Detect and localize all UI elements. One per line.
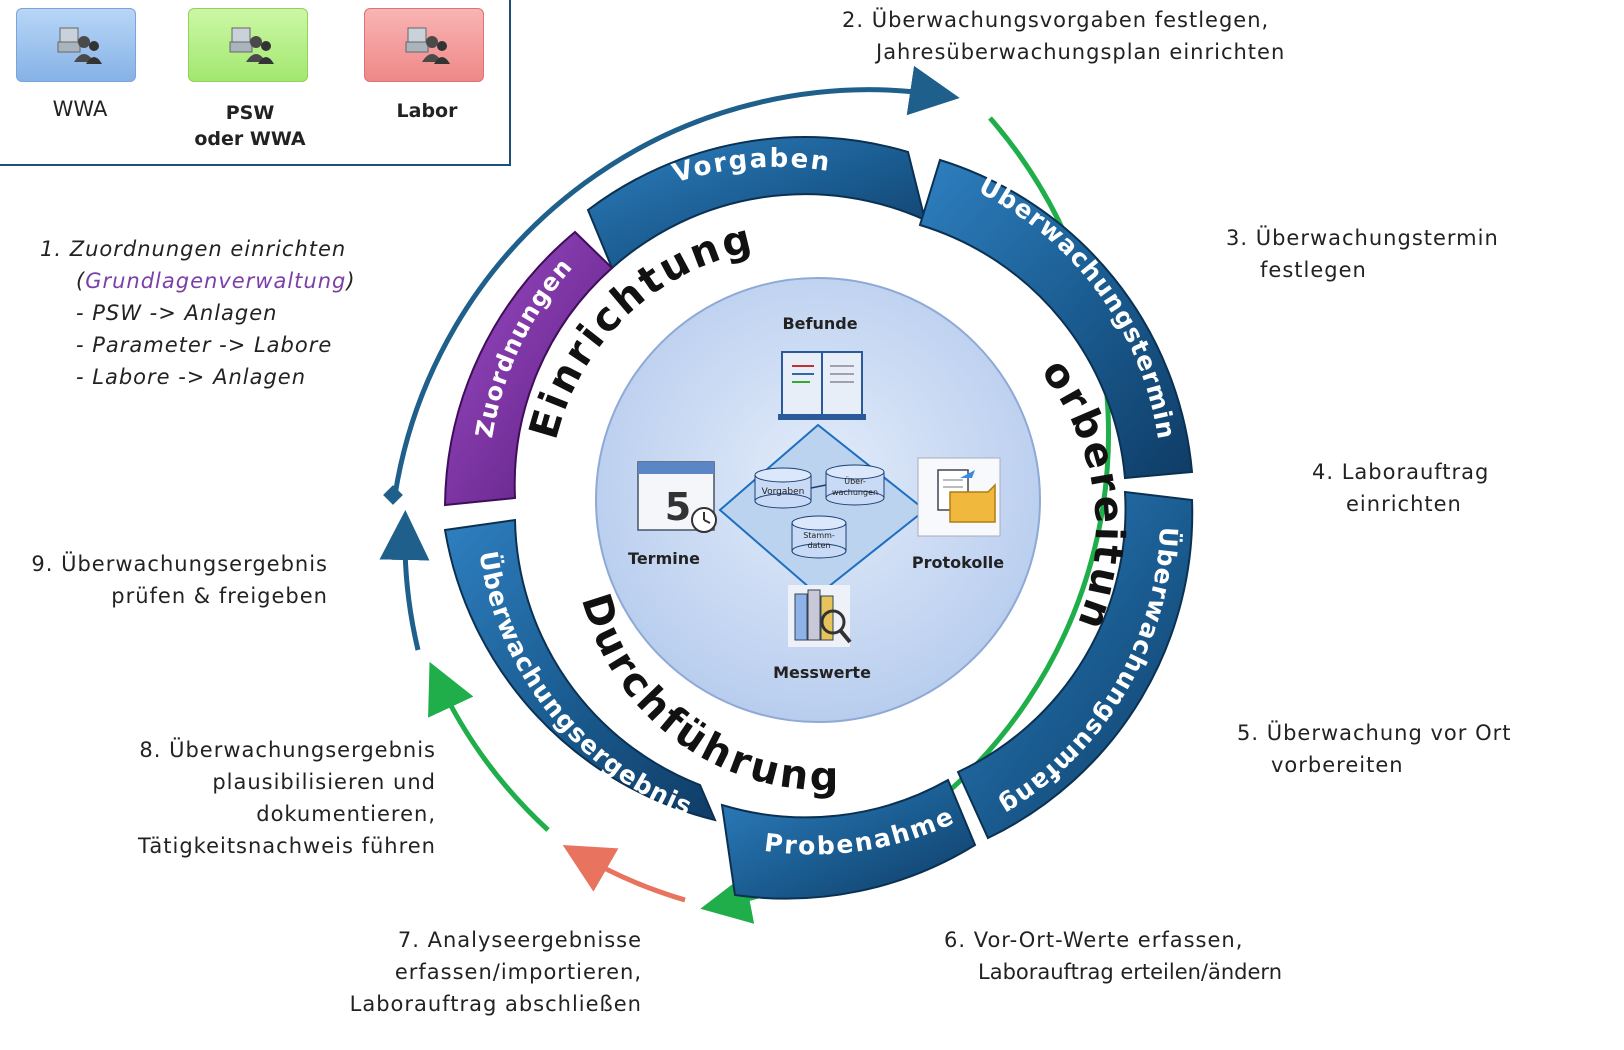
- step-1: 1. Zuordnungen einrichten (Grundlagenver…: [40, 233, 356, 393]
- segment-probenahme: [720, 778, 977, 900]
- step-6: 6. Vor-Ort-Werte erfassen, Laborauftrag …: [944, 924, 1282, 988]
- step-1-line-5: - Labore -> Anlagen: [76, 365, 307, 389]
- step-4: 4. Laborauftrag einrichten: [1312, 456, 1489, 520]
- step-2: 2. Überwachungsvorgaben festlegen, Jahre…: [842, 4, 1285, 68]
- svg-text:wachungen: wachungen: [832, 488, 878, 497]
- role-psw-label: PSW oder WWA: [194, 102, 306, 150]
- step-8-line-1: 8. Überwachungsergebnis: [139, 738, 436, 762]
- step-1-paren-open: (: [76, 269, 86, 293]
- cycle-arrow-blue-left: [379, 510, 430, 651]
- step-7-line-2: erfassen/importieren,: [394, 960, 642, 984]
- svg-text:Stamm-: Stamm-: [803, 531, 835, 540]
- step-3-line-1: 3. Überwachungstermin: [1226, 226, 1499, 250]
- step-4-line-2: einrichten: [1346, 492, 1462, 516]
- role-wwa-icon: [16, 8, 136, 82]
- step-5-line-1: 5. Überwachung vor Ort: [1237, 721, 1512, 745]
- step-5: 5. Überwachung vor Ort vorbereiten: [1237, 717, 1511, 781]
- step-1-paren-close: ): [346, 269, 356, 293]
- step-1-line-1: 1. Zuordnungen einrichten: [40, 237, 347, 261]
- svg-text:Über-: Über-: [844, 476, 866, 486]
- step-2-line-1: 2. Überwachungsvorgaben festlegen,: [842, 8, 1270, 32]
- step-2-line-2: Jahresüberwachungsplan einrichten: [876, 40, 1286, 64]
- step-3: 3. Überwachungstermin festlegen: [1226, 222, 1499, 286]
- step-6-line-1: 6. Vor-Ort-Werte erfassen,: [944, 928, 1244, 952]
- step-9-line-2: prüfen & freigeben: [111, 584, 328, 608]
- cycle-arrow-blue-top: [392, 65, 960, 496]
- svg-text:daten: daten: [807, 541, 830, 550]
- step-4-line-1: 4. Laborauftrag: [1312, 460, 1490, 484]
- step-8: 8. Überwachungsergebnis plausibilisieren…: [138, 734, 436, 862]
- step-1-line-4: - Parameter -> Labore: [76, 333, 333, 357]
- center-label-protokolle: Protokolle: [912, 553, 1004, 572]
- cycle-start-diamond: [383, 485, 403, 505]
- step-9-line-1: 9. Überwachungsergebnis: [31, 552, 328, 576]
- center-label-messwerte: Messwerte: [773, 663, 871, 682]
- users-icon: [405, 27, 450, 64]
- step-1-line-2: (Grundlagenverwaltung): [40, 265, 356, 297]
- segment-ueberwachungstermin: [918, 158, 1194, 480]
- calendar-icon: 5: [637, 461, 717, 533]
- svg-text:Vorgaben: Vorgaben: [762, 487, 805, 497]
- users-icon: [229, 27, 274, 64]
- users-icon: [57, 27, 102, 64]
- db-stammdaten-icon: Stamm- daten: [791, 515, 847, 559]
- segment-ueberwachungsumfang: [956, 490, 1194, 840]
- svg-text:5: 5: [665, 485, 691, 529]
- role-labor-icon: [364, 8, 484, 82]
- step-8-line-2: plausibilisieren und: [212, 770, 436, 794]
- cycle-arrow-red: [562, 844, 686, 903]
- step-7-line-1: 7. Analyseergebnisse: [397, 928, 642, 952]
- grundlagenverwaltung-link[interactable]: Grundlagenverwaltung: [85, 269, 347, 293]
- step-7-line-3: Laborauftrag abschließen: [349, 992, 642, 1016]
- role-psw-icon: [188, 8, 308, 82]
- protocol-icon: [917, 457, 1001, 537]
- step-5-line-2: vorbereiten: [1271, 753, 1404, 777]
- role-wwa-label: WWA: [52, 97, 108, 121]
- db-ueberwachungen-icon: Über- wachungen: [825, 464, 885, 506]
- segment-ueberwachungsergebnis: [443, 518, 717, 822]
- role-labor-label: Labor: [396, 100, 458, 122]
- book-icon: [778, 351, 866, 420]
- center-label-befunde: Befunde: [782, 314, 857, 333]
- segment-zuordnungen: [443, 230, 614, 507]
- step-7: 7. Analyseergebnisse erfassen/importiere…: [350, 924, 642, 1020]
- step-8-line-4: Tätigkeitsnachweis führen: [138, 834, 436, 858]
- legend-box: WWA PSW oder WWA Labor: [0, 0, 511, 166]
- step-6-line-2: Laborauftrag erteilen/ändern: [978, 960, 1283, 984]
- db-vorgaben-icon: Vorgaben: [754, 467, 812, 509]
- cycle-arrow-green-left: [428, 661, 550, 832]
- center-label-termine: Termine: [628, 549, 700, 568]
- step-1-line-3: - PSW -> Anlagen: [76, 301, 278, 325]
- step-9: 9. Überwachungsergebnis prüfen & freigeb…: [31, 548, 328, 612]
- step-3-line-2: festlegen: [1260, 258, 1367, 282]
- step-8-line-3: dokumentieren,: [256, 802, 436, 826]
- search-books-icon: [788, 585, 852, 647]
